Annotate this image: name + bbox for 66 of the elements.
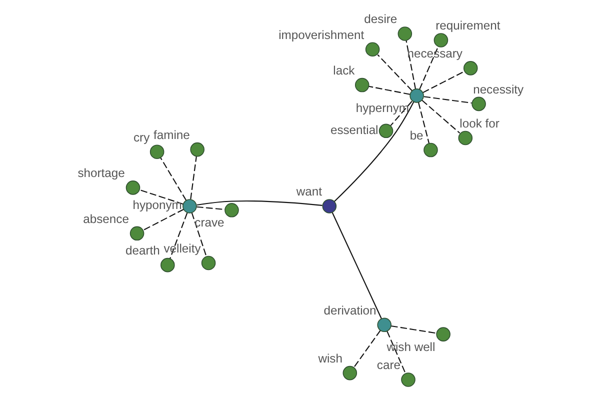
node-circle	[423, 142, 438, 158]
node-circle	[149, 144, 164, 159]
connector	[190, 156, 196, 200]
connector	[423, 96, 472, 104]
node-label: care	[376, 358, 400, 372]
connector	[333, 102, 414, 202]
connector	[196, 206, 224, 210]
node-label: derivation	[323, 303, 376, 318]
connector	[169, 212, 188, 259]
connector	[386, 330, 406, 374]
node-circle	[436, 327, 450, 342]
node-circle	[364, 42, 380, 57]
node-circle	[342, 366, 357, 380]
node-label: look for	[459, 116, 499, 130]
node-label: desire	[364, 12, 397, 26]
node-label: crave	[194, 216, 224, 230]
connector	[353, 330, 380, 368]
node-circle	[125, 180, 140, 195]
connector	[368, 86, 410, 95]
node-circle	[471, 96, 486, 112]
connector	[390, 325, 436, 334]
node-circle	[409, 88, 424, 103]
connector	[376, 54, 412, 92]
connector	[405, 40, 416, 90]
node-label: wish well	[386, 340, 435, 354]
node-circle	[433, 33, 448, 48]
node-label: hyponym	[132, 198, 182, 212]
node-circle	[376, 318, 391, 332]
node-label: shortage	[77, 166, 124, 180]
connector	[417, 102, 430, 144]
node-circle	[129, 226, 144, 241]
node-circle	[462, 61, 478, 76]
node-circle	[378, 124, 393, 138]
node-label: impoverishment	[278, 28, 364, 42]
node-label: lack	[332, 64, 354, 78]
connector	[422, 70, 464, 94]
node-label: absence	[82, 212, 128, 226]
node-label: cry	[132, 130, 150, 144]
connector	[138, 189, 183, 205]
connector	[390, 100, 412, 126]
node-circle	[354, 78, 369, 92]
node-circle	[190, 142, 204, 157]
node-label: be	[409, 128, 423, 143]
node-label: essential	[330, 122, 378, 137]
node-label: necessity	[472, 82, 524, 96]
node-circle	[224, 203, 238, 218]
connector	[160, 158, 186, 201]
node-circle	[397, 26, 412, 41]
node-label: requirement	[435, 18, 500, 33]
node-label: famine	[153, 128, 190, 142]
connector	[421, 100, 460, 134]
node-circle	[400, 372, 415, 387]
connector	[196, 200, 322, 206]
node-label: velleity	[163, 241, 200, 256]
node-circle	[160, 258, 174, 272]
connector	[142, 208, 184, 230]
node-label: dearth	[125, 244, 160, 258]
node-circle	[458, 130, 472, 146]
node-circle	[322, 199, 336, 214]
node-circle	[182, 199, 196, 214]
connector	[190, 212, 206, 257]
connector	[331, 212, 382, 319]
node-circle	[200, 256, 216, 270]
node-label: want	[296, 184, 322, 199]
node-label: hypernym	[355, 101, 409, 116]
node-label: wish	[318, 352, 342, 366]
